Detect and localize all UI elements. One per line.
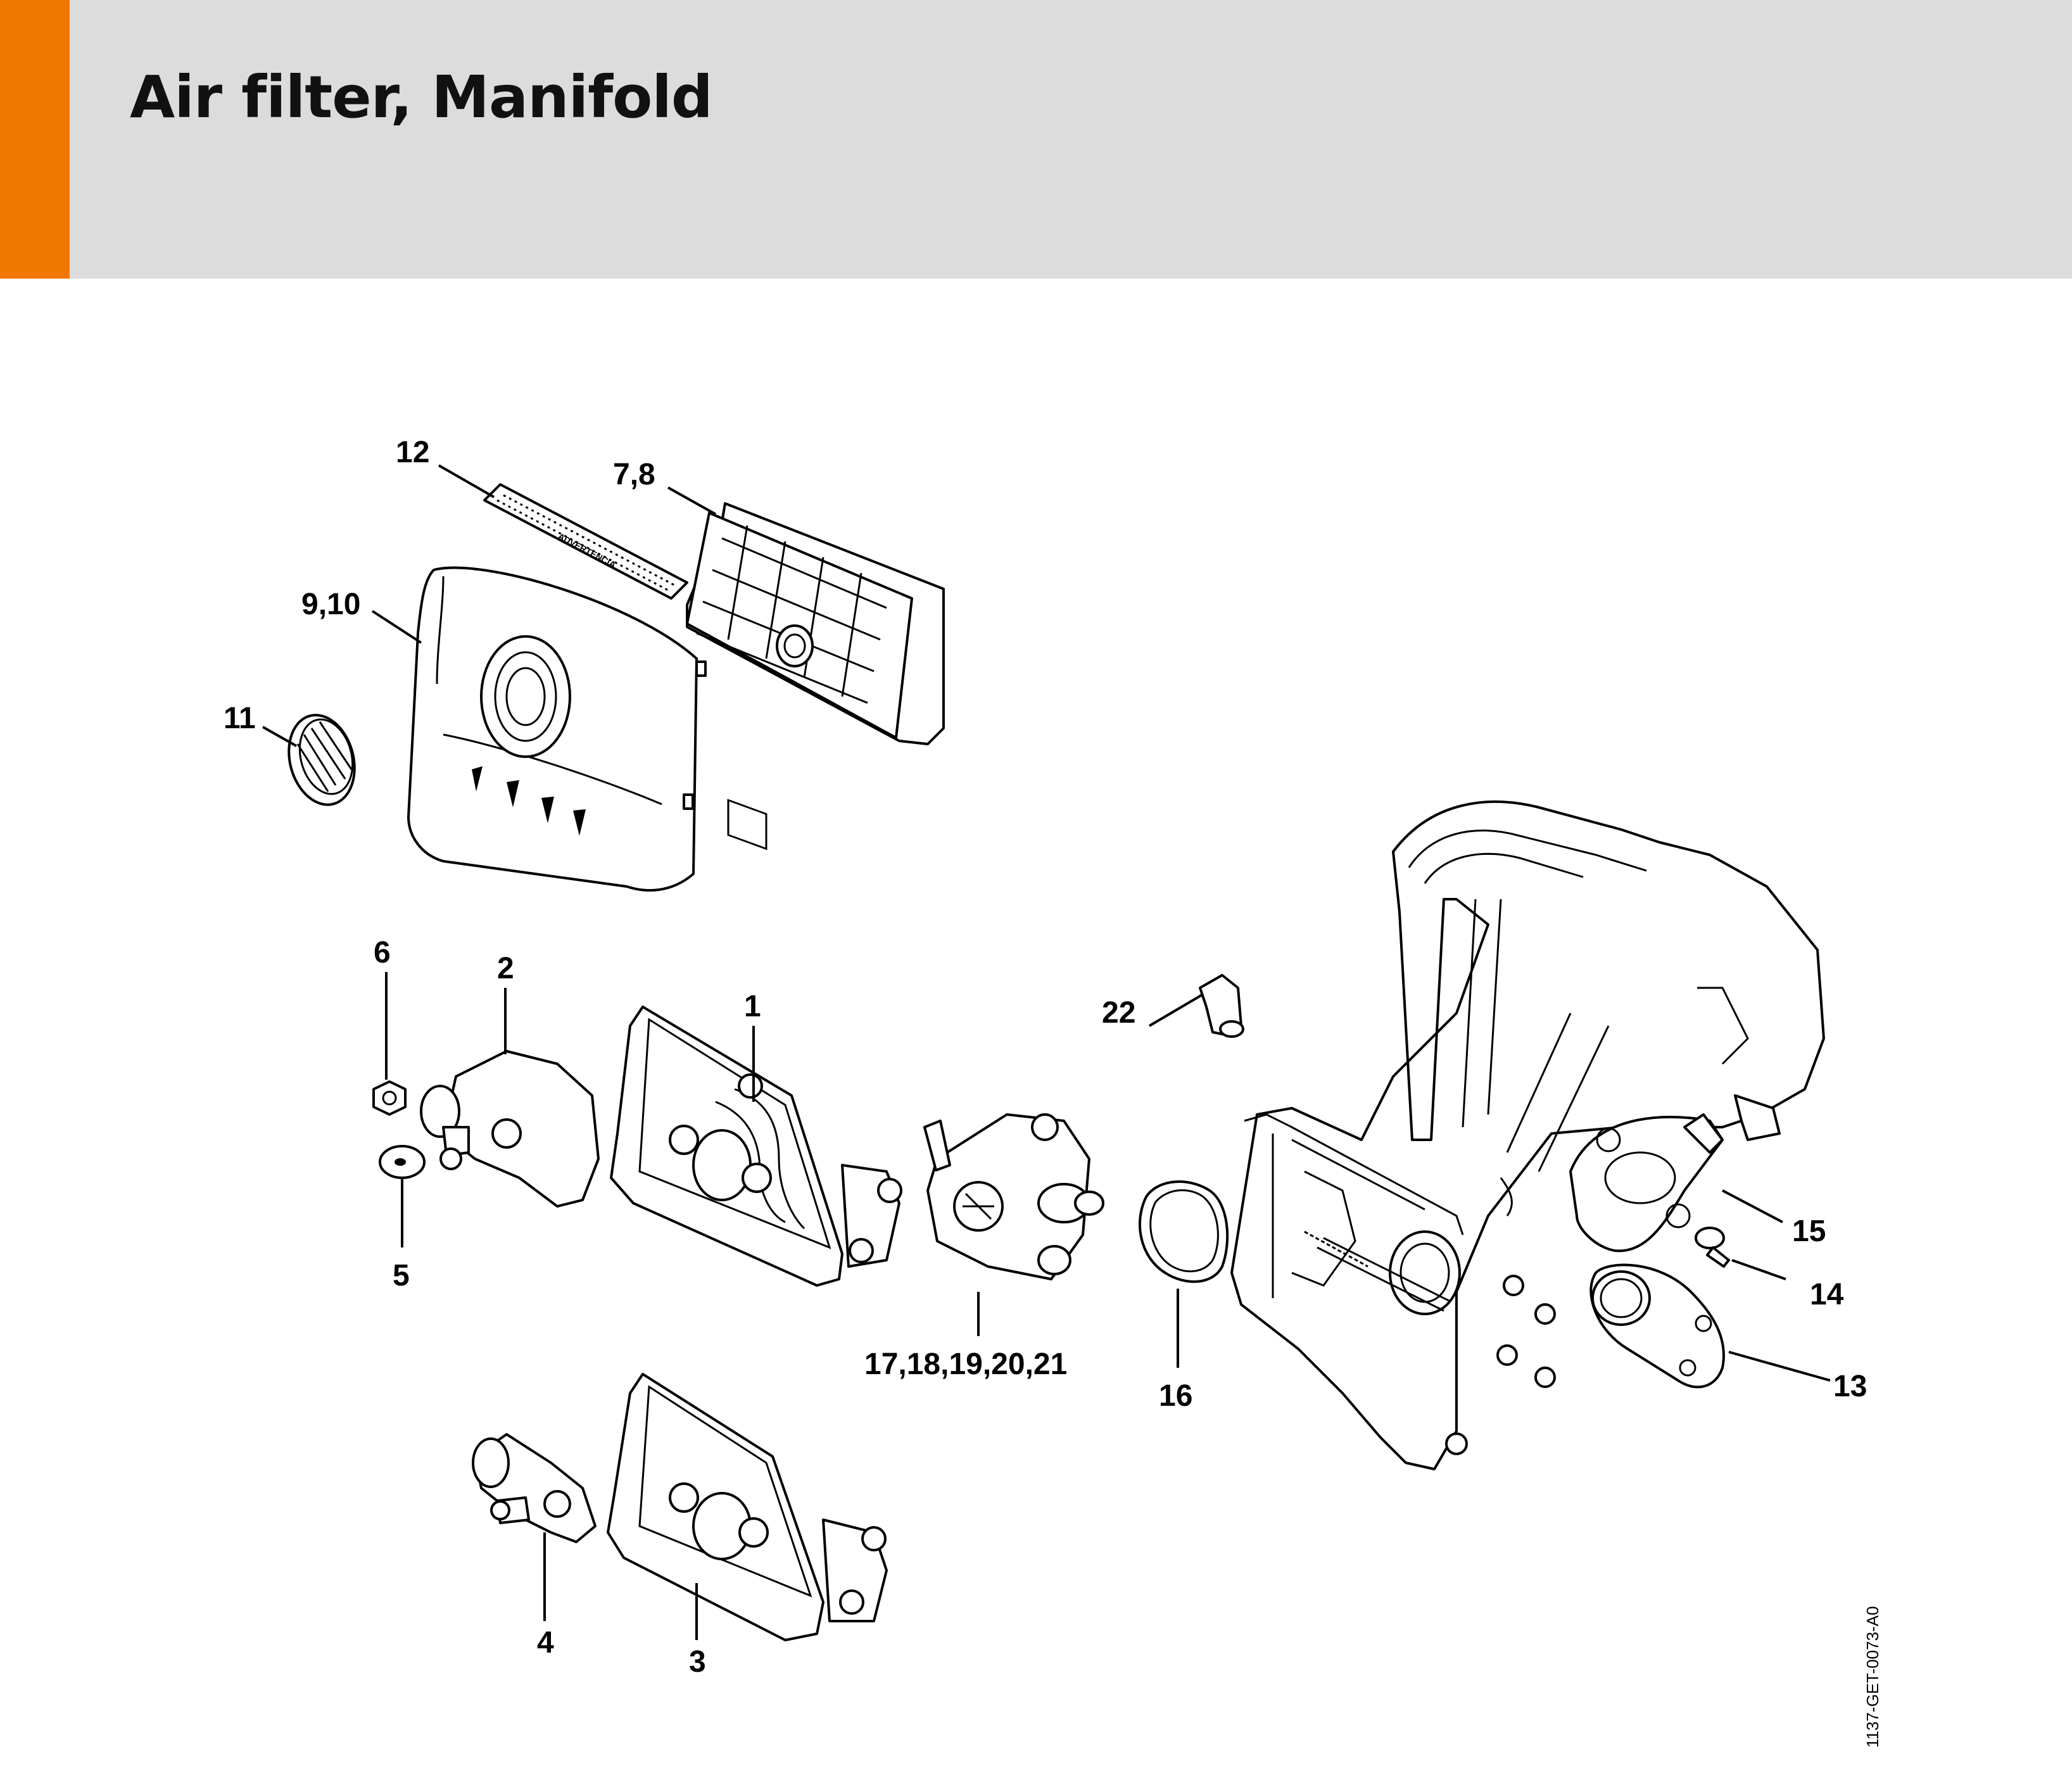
callout-22: 22	[1102, 996, 1135, 1030]
document-id: 1137-GET-0073-A0	[1863, 1606, 1882, 1748]
header-bar: Air filter, Manifold	[0, 0, 2072, 279]
part-6-nut	[372, 1080, 407, 1116]
part-17-21-carburetor	[923, 1113, 1104, 1280]
callout-11: 11	[224, 702, 256, 735]
leader-lines	[262, 464, 1831, 1640]
callout-6: 6	[374, 936, 391, 969]
callout-3: 3	[689, 1645, 706, 1679]
part-11-knob	[287, 714, 356, 806]
part-13-manifold	[1589, 1263, 1725, 1389]
callout-17-21: 17,18,19,20,21	[864, 1348, 1067, 1381]
part-2-baffle	[420, 1050, 600, 1208]
callout-labels: 12 7,8 9,10 11 6 2 1 5 22 17,18,19,20,21…	[224, 436, 1867, 1679]
callout-7-8: 7,8	[613, 458, 655, 491]
callout-14: 14	[1810, 1278, 1844, 1311]
part-5-washer	[379, 1145, 426, 1179]
accent-stripe	[0, 0, 70, 279]
page-title: Air filter, Manifold	[130, 63, 713, 131]
callout-12: 12	[396, 436, 429, 469]
part-22-fitting	[1199, 974, 1244, 1038]
part-1-carburetor-box	[610, 1006, 902, 1287]
part-3-carburetor-box	[607, 1373, 888, 1641]
crankcase-handle-assembly	[1230, 800, 1825, 1470]
callout-1: 1	[744, 990, 761, 1023]
part-16-gasket	[1139, 1180, 1229, 1283]
part-14-screw	[1695, 1227, 1730, 1268]
part-4-baffle	[472, 1433, 597, 1543]
callout-5: 5	[393, 1259, 410, 1292]
callout-2: 2	[497, 952, 514, 985]
callout-15: 15	[1792, 1215, 1826, 1248]
callout-9-10: 9,10	[301, 588, 360, 621]
callout-4: 4	[537, 1626, 554, 1660]
part-15-manifold-flange	[1569, 1113, 1724, 1253]
callout-13: 13	[1833, 1370, 1867, 1403]
part-7-8-air-filter	[686, 502, 945, 850]
part-9-10-filter-cover	[407, 566, 707, 892]
callout-16: 16	[1159, 1379, 1192, 1413]
